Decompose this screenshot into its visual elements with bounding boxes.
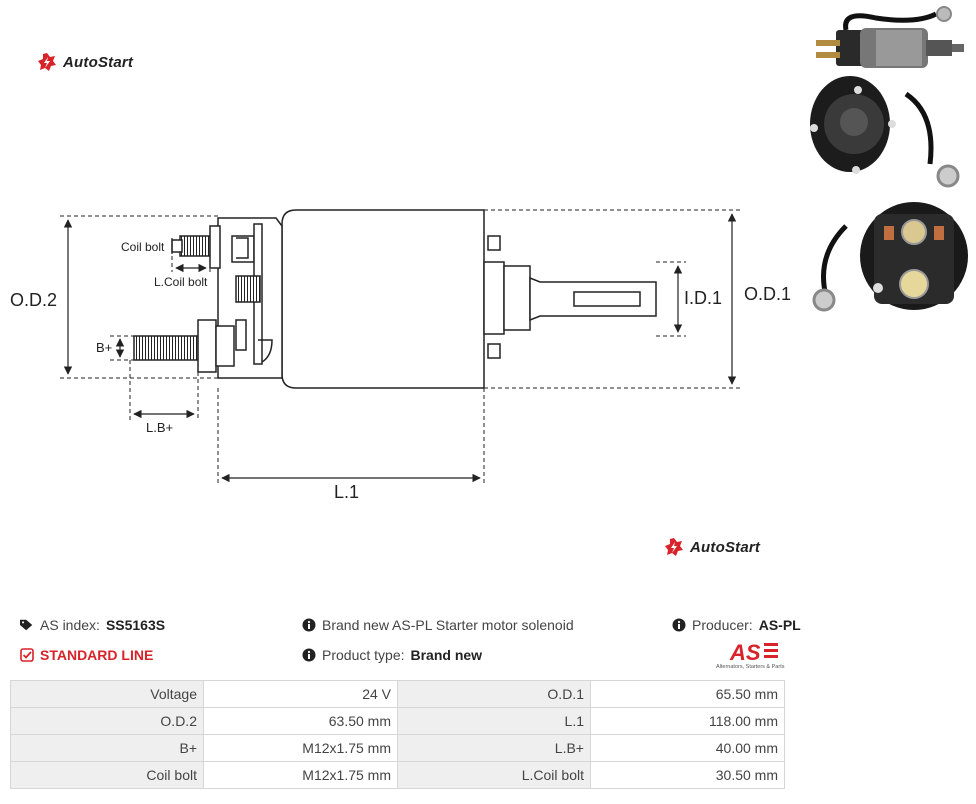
product-type-value: Brand new	[410, 647, 483, 663]
spec-label: Voltage	[10, 680, 204, 708]
as-pl-logo: AS Alternators, Starters & Parts	[716, 640, 785, 670]
label-l1: L.1	[334, 482, 359, 502]
spec-label: Coil bolt	[10, 761, 204, 789]
autostart-logo-secondary: AutoStart	[664, 537, 760, 557]
label-b-plus: B+	[96, 340, 112, 355]
autostart-logo-icon	[38, 53, 56, 71]
spec-value: 65.50 mm	[590, 680, 785, 708]
product-type-label: Product type:	[322, 647, 405, 663]
spec-label: L.B+	[397, 734, 591, 762]
autostart-logo-text: AutoStart	[690, 538, 761, 556]
product-photo-side	[810, 6, 964, 188]
label-coil-bolt: Coil bolt	[121, 240, 165, 254]
spec-value: 30.50 mm	[590, 761, 785, 789]
spec-value: M12x1.75 mm	[203, 734, 398, 762]
spec-table: Voltage 24 V O.D.1 65.50 mm O.D.2 63.50 …	[10, 680, 785, 789]
label-id1: I.D.1	[684, 288, 722, 308]
as-index-value: SS5163S	[105, 617, 166, 633]
as-pl-logo-mark: AS	[729, 640, 761, 665]
description-text: Brand new AS-PL Starter motor solenoid	[322, 617, 574, 633]
label-od1: O.D.1	[744, 284, 791, 304]
autostart-logo-text: AutoStart	[63, 53, 134, 71]
producer: Producer: AS-PL	[672, 617, 801, 633]
product-description: Brand new AS-PL Starter motor solenoid	[302, 617, 574, 633]
spec-label: L.1	[397, 707, 591, 735]
spec-value: 40.00 mm	[590, 734, 785, 762]
product-type: Product type: Brand new	[302, 647, 482, 663]
producer-label: Producer:	[692, 617, 753, 633]
as-index-label: AS index:	[40, 617, 100, 633]
table-row: Voltage 24 V O.D.1 65.50 mm	[10, 680, 785, 708]
spec-label: B+	[10, 734, 204, 762]
spec-label: O.D.2	[10, 707, 204, 735]
label-lb-plus: L.B+	[146, 420, 173, 435]
info-icon	[672, 618, 686, 632]
table-row: B+ M12x1.75 mm L.B+ 40.00 mm	[10, 734, 785, 762]
table-row: Coil bolt M12x1.75 mm L.Coil bolt 30.50 …	[10, 761, 785, 789]
spec-label: L.Coil bolt	[397, 761, 591, 789]
solenoid-technical-drawing: Coil bolt L.Coil bolt O.D.2 B+ L.B+ L.1 …	[10, 209, 791, 502]
info-icon	[302, 618, 316, 632]
autostart-logo: AutoStart	[37, 52, 133, 72]
spec-value: M12x1.75 mm	[203, 761, 398, 789]
label-l-coil-bolt: L.Coil bolt	[154, 275, 208, 289]
standard-line-badge: STANDARD LINE	[20, 647, 153, 663]
check-square-icon	[20, 648, 34, 662]
product-photo-terminals	[812, 202, 968, 312]
spec-label: O.D.1	[397, 680, 591, 708]
as-pl-logo-tagline: Alternators, Starters & Parts	[716, 664, 785, 670]
producer-value: AS-PL	[758, 617, 801, 633]
info-icon	[302, 648, 316, 662]
spec-value: 24 V	[203, 680, 398, 708]
autostart-logo-icon	[665, 538, 683, 556]
spec-value: 63.50 mm	[203, 707, 398, 735]
tag-icon	[20, 619, 33, 631]
label-od2: O.D.2	[10, 290, 57, 310]
as-index: AS index: SS5163S	[20, 617, 165, 633]
table-row: O.D.2 63.50 mm L.1 118.00 mm	[10, 707, 785, 735]
standard-line-text: STANDARD LINE	[40, 647, 154, 663]
spec-value: 118.00 mm	[590, 707, 785, 735]
